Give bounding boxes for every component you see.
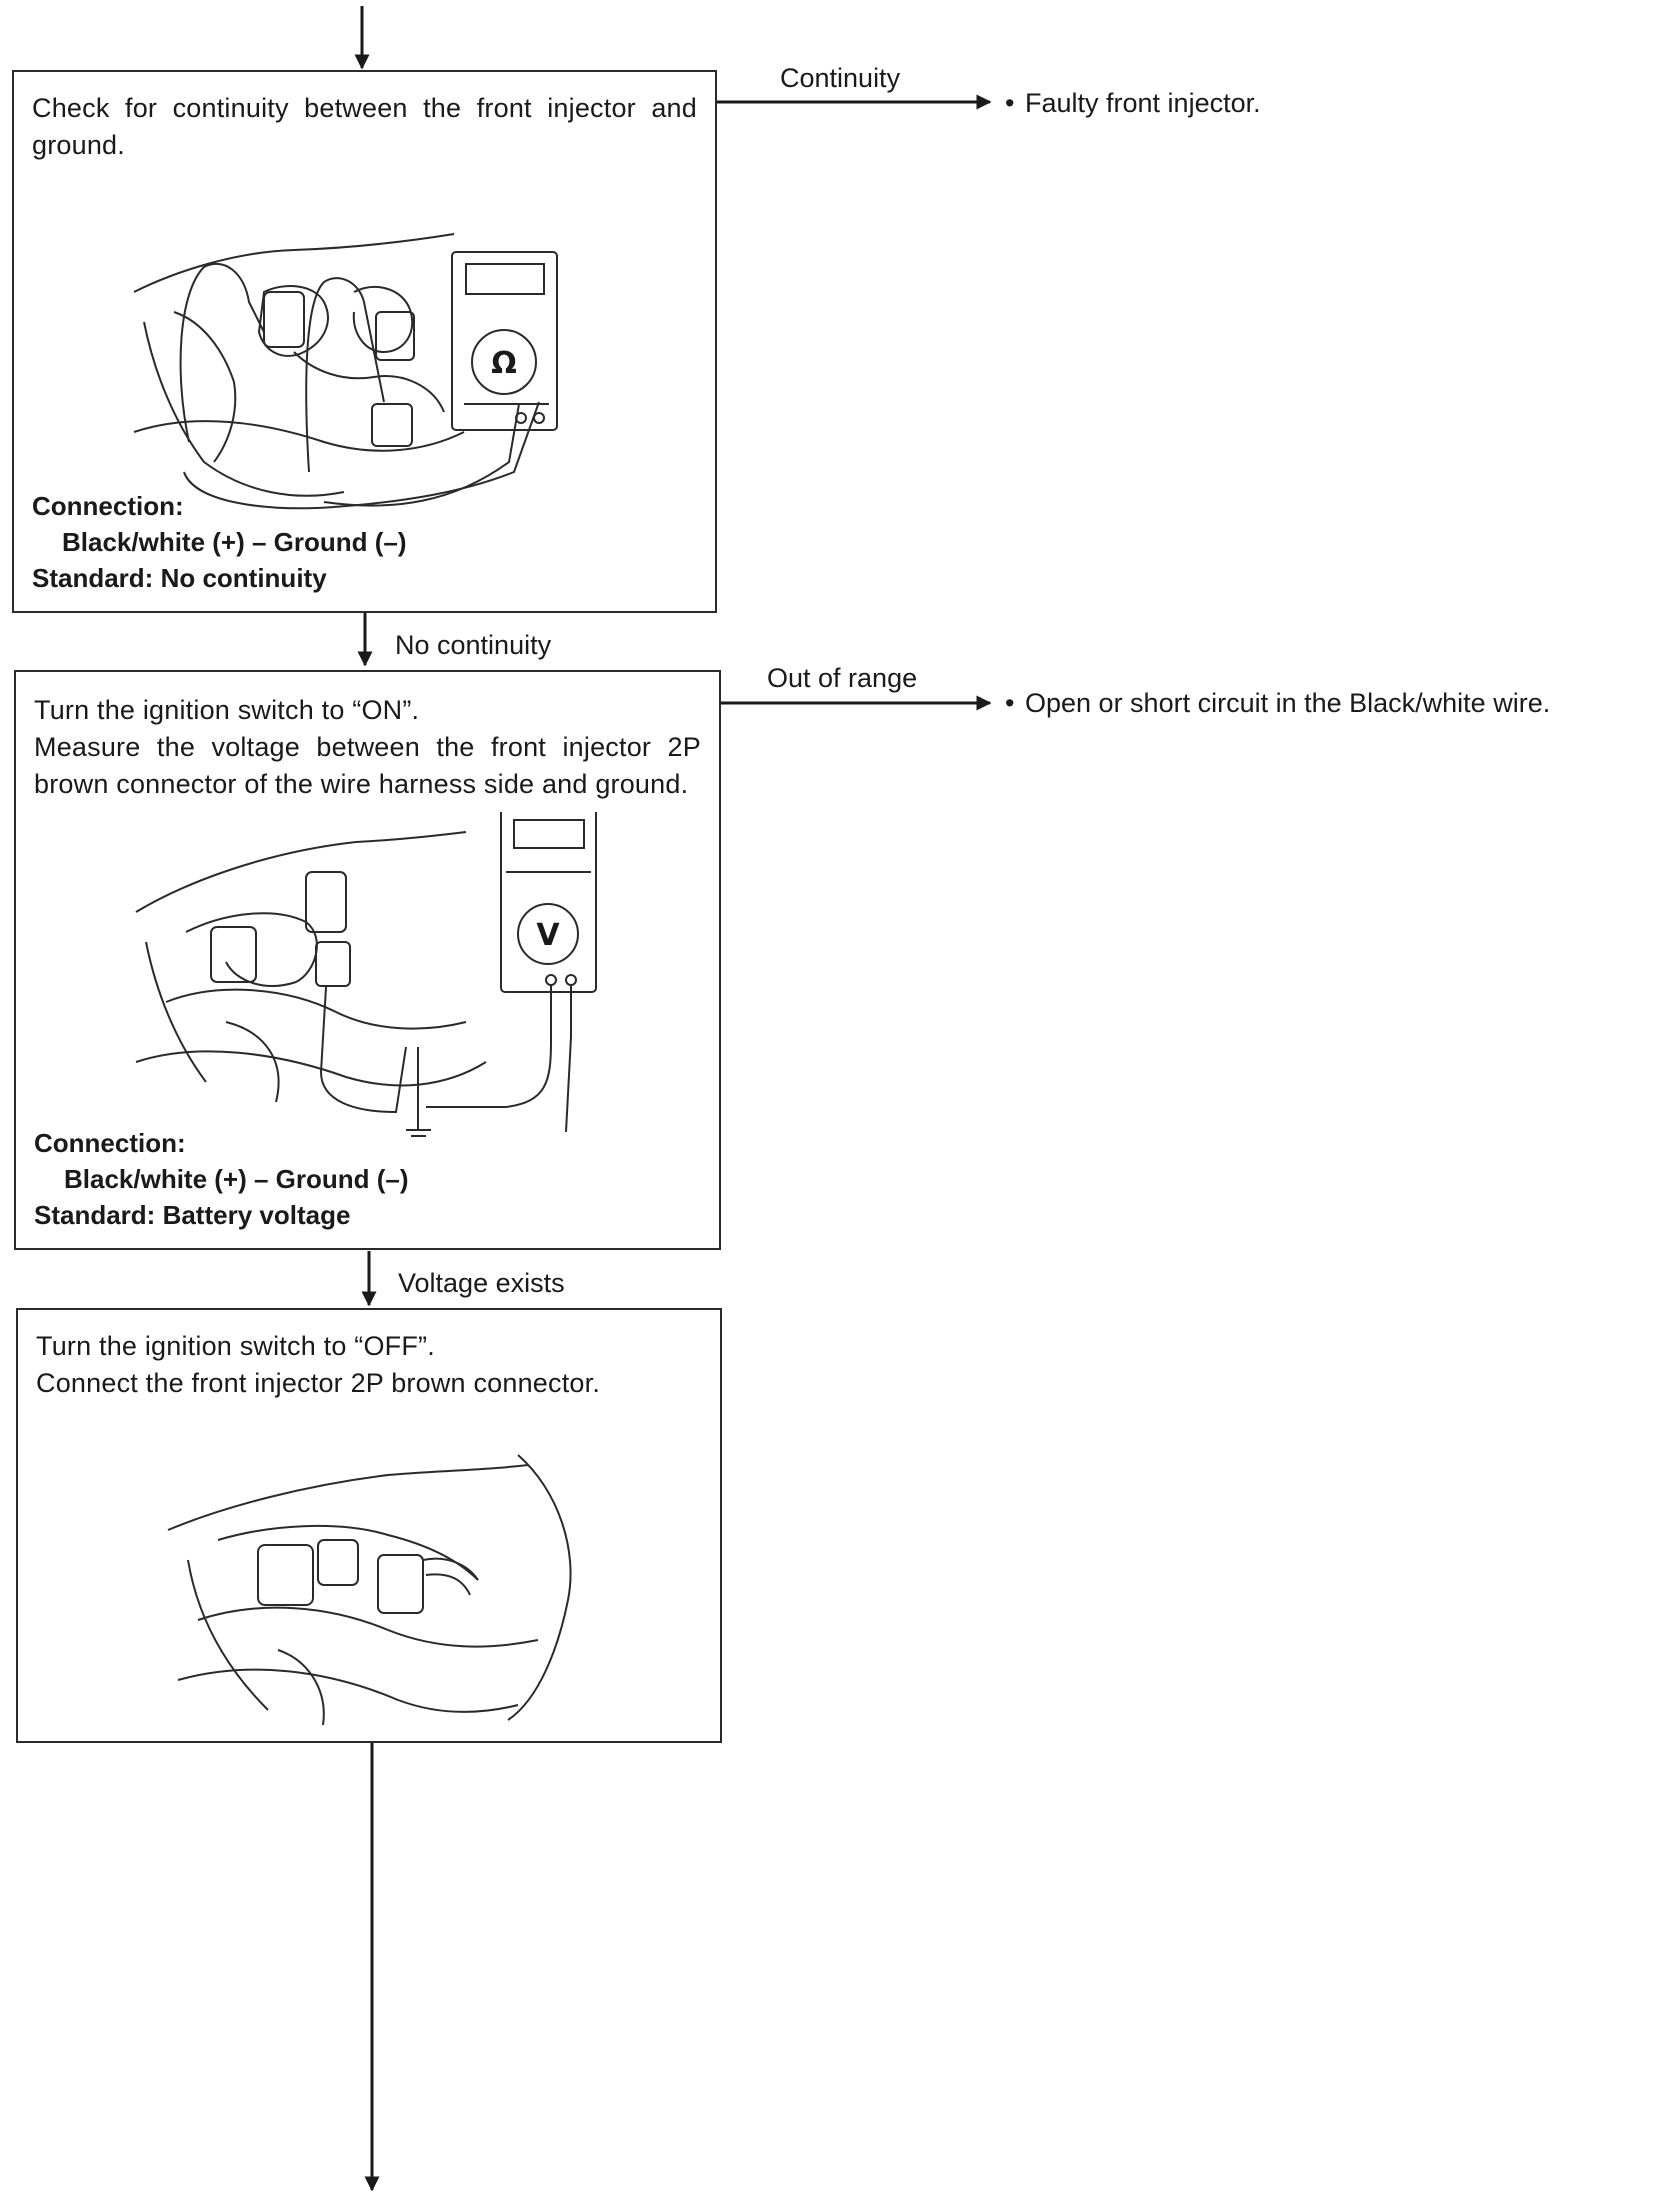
- continuity-test-illustration: Ω: [133, 233, 558, 510]
- connection-label: Connection:: [34, 1128, 186, 1158]
- step-2-line-2: Measure the voltage between the front in…: [34, 732, 701, 799]
- result-faulty-front-injector: •Faulty front injector.: [1005, 88, 1261, 118]
- ohm-symbol: Ω: [491, 346, 517, 381]
- step-1-text: Check for continuity between the front i…: [32, 93, 697, 160]
- step-2-box: Turn the ignition switch to “ON”. Measur…: [14, 670, 721, 1250]
- step-3-line-2: Connect the front injector 2P brown conn…: [36, 1368, 601, 1398]
- branch-label-continuity: Continuity: [780, 63, 901, 93]
- step-1-box: Check for continuity between the front i…: [12, 70, 717, 613]
- branch-label-out-of-range: Out of range: [767, 663, 918, 693]
- step-3-box: Turn the ignition switch to “OFF”. Conne…: [16, 1308, 722, 1743]
- label-voltage-exists: Voltage exists: [398, 1268, 565, 1298]
- label-no-continuity: No continuity: [395, 630, 552, 660]
- connection-value: Black/white (+) – Ground (–): [64, 1164, 409, 1194]
- voltage-test-illustration: V: [135, 812, 597, 1137]
- bullet-icon: •: [1005, 688, 1015, 718]
- connection-value: Black/white (+) – Ground (–): [62, 527, 407, 557]
- step-3-text: Turn the ignition switch to “OFF”. Conne…: [36, 1328, 702, 1402]
- volt-symbol: V: [536, 918, 560, 953]
- step-1-spec: Connection: Black/white (+) – Ground (–)…: [32, 488, 697, 596]
- connection-label: Connection:: [32, 491, 184, 521]
- step-2-line-1: Turn the ignition switch to “ON”.: [34, 695, 420, 725]
- connector-illustration: [167, 1454, 572, 1726]
- result-open-or-short-circuit: •Open or short circuit in the Black/whit…: [1005, 688, 1551, 718]
- step-2-spec: Connection: Black/white (+) – Ground (–)…: [34, 1125, 701, 1233]
- standard-value: Standard: Battery voltage: [34, 1200, 351, 1230]
- standard-value: Standard: No continuity: [32, 563, 327, 593]
- step-3-line-1: Turn the ignition switch to “OFF”.: [36, 1331, 435, 1361]
- step-2-text: Turn the ignition switch to “ON”. Measur…: [34, 692, 701, 803]
- bullet-icon: •: [1005, 88, 1015, 118]
